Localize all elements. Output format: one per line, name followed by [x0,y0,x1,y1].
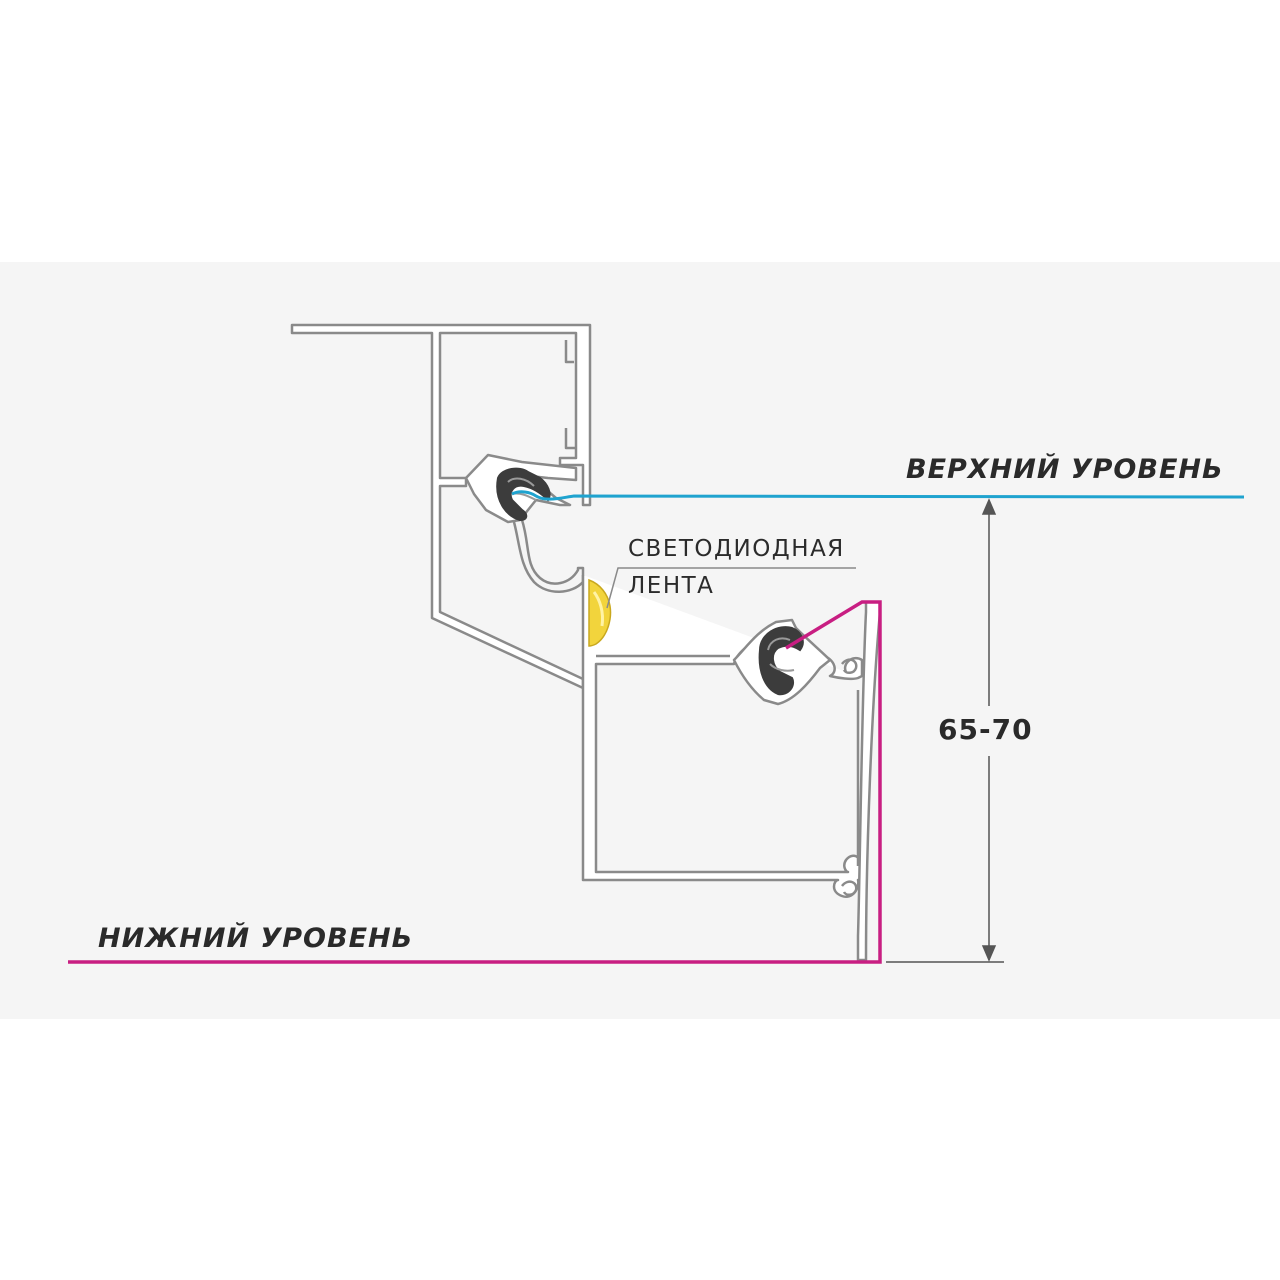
lower-clip-housing [732,618,832,706]
lower-profile [581,575,882,962]
led-strip-highlight [592,591,604,627]
upper-profile-hook-mid [564,428,576,450]
lower-profile-outline [581,575,866,899]
led-strip [588,578,612,647]
dimension-label: 65-70 [938,713,1033,746]
upper-profile-hook-top [564,340,574,364]
lower-profile-hook-top [841,658,858,674]
upper-profile-outline [290,323,592,690]
dimension-arrow-top [981,498,997,515]
lower-gasket-inner [767,637,795,672]
led-leader-line [606,567,856,609]
upper-profile [290,323,592,690]
lower-level-label: НИЖНИЙ УРОВЕНЬ [98,923,414,954]
upper-film-line [511,490,1245,501]
lower-profile-hook-bottom [841,880,858,896]
upper-profile-neck [512,519,585,593]
led-strip-label-line1: СВЕТОДИОДНАЯ [628,536,845,562]
upper-level-label: ВЕРХНИЙ УРОВЕНЬ [906,454,1224,485]
dimension-arrow-bottom [981,945,997,962]
upper-clip-housing [464,453,578,524]
dimension-label-bg [930,706,1048,756]
upper-gasket [496,467,551,522]
lower-profile-front-lip [856,600,882,962]
lower-film-line [68,600,882,964]
led-strip-label-line2: ЛЕНТА [628,573,715,599]
